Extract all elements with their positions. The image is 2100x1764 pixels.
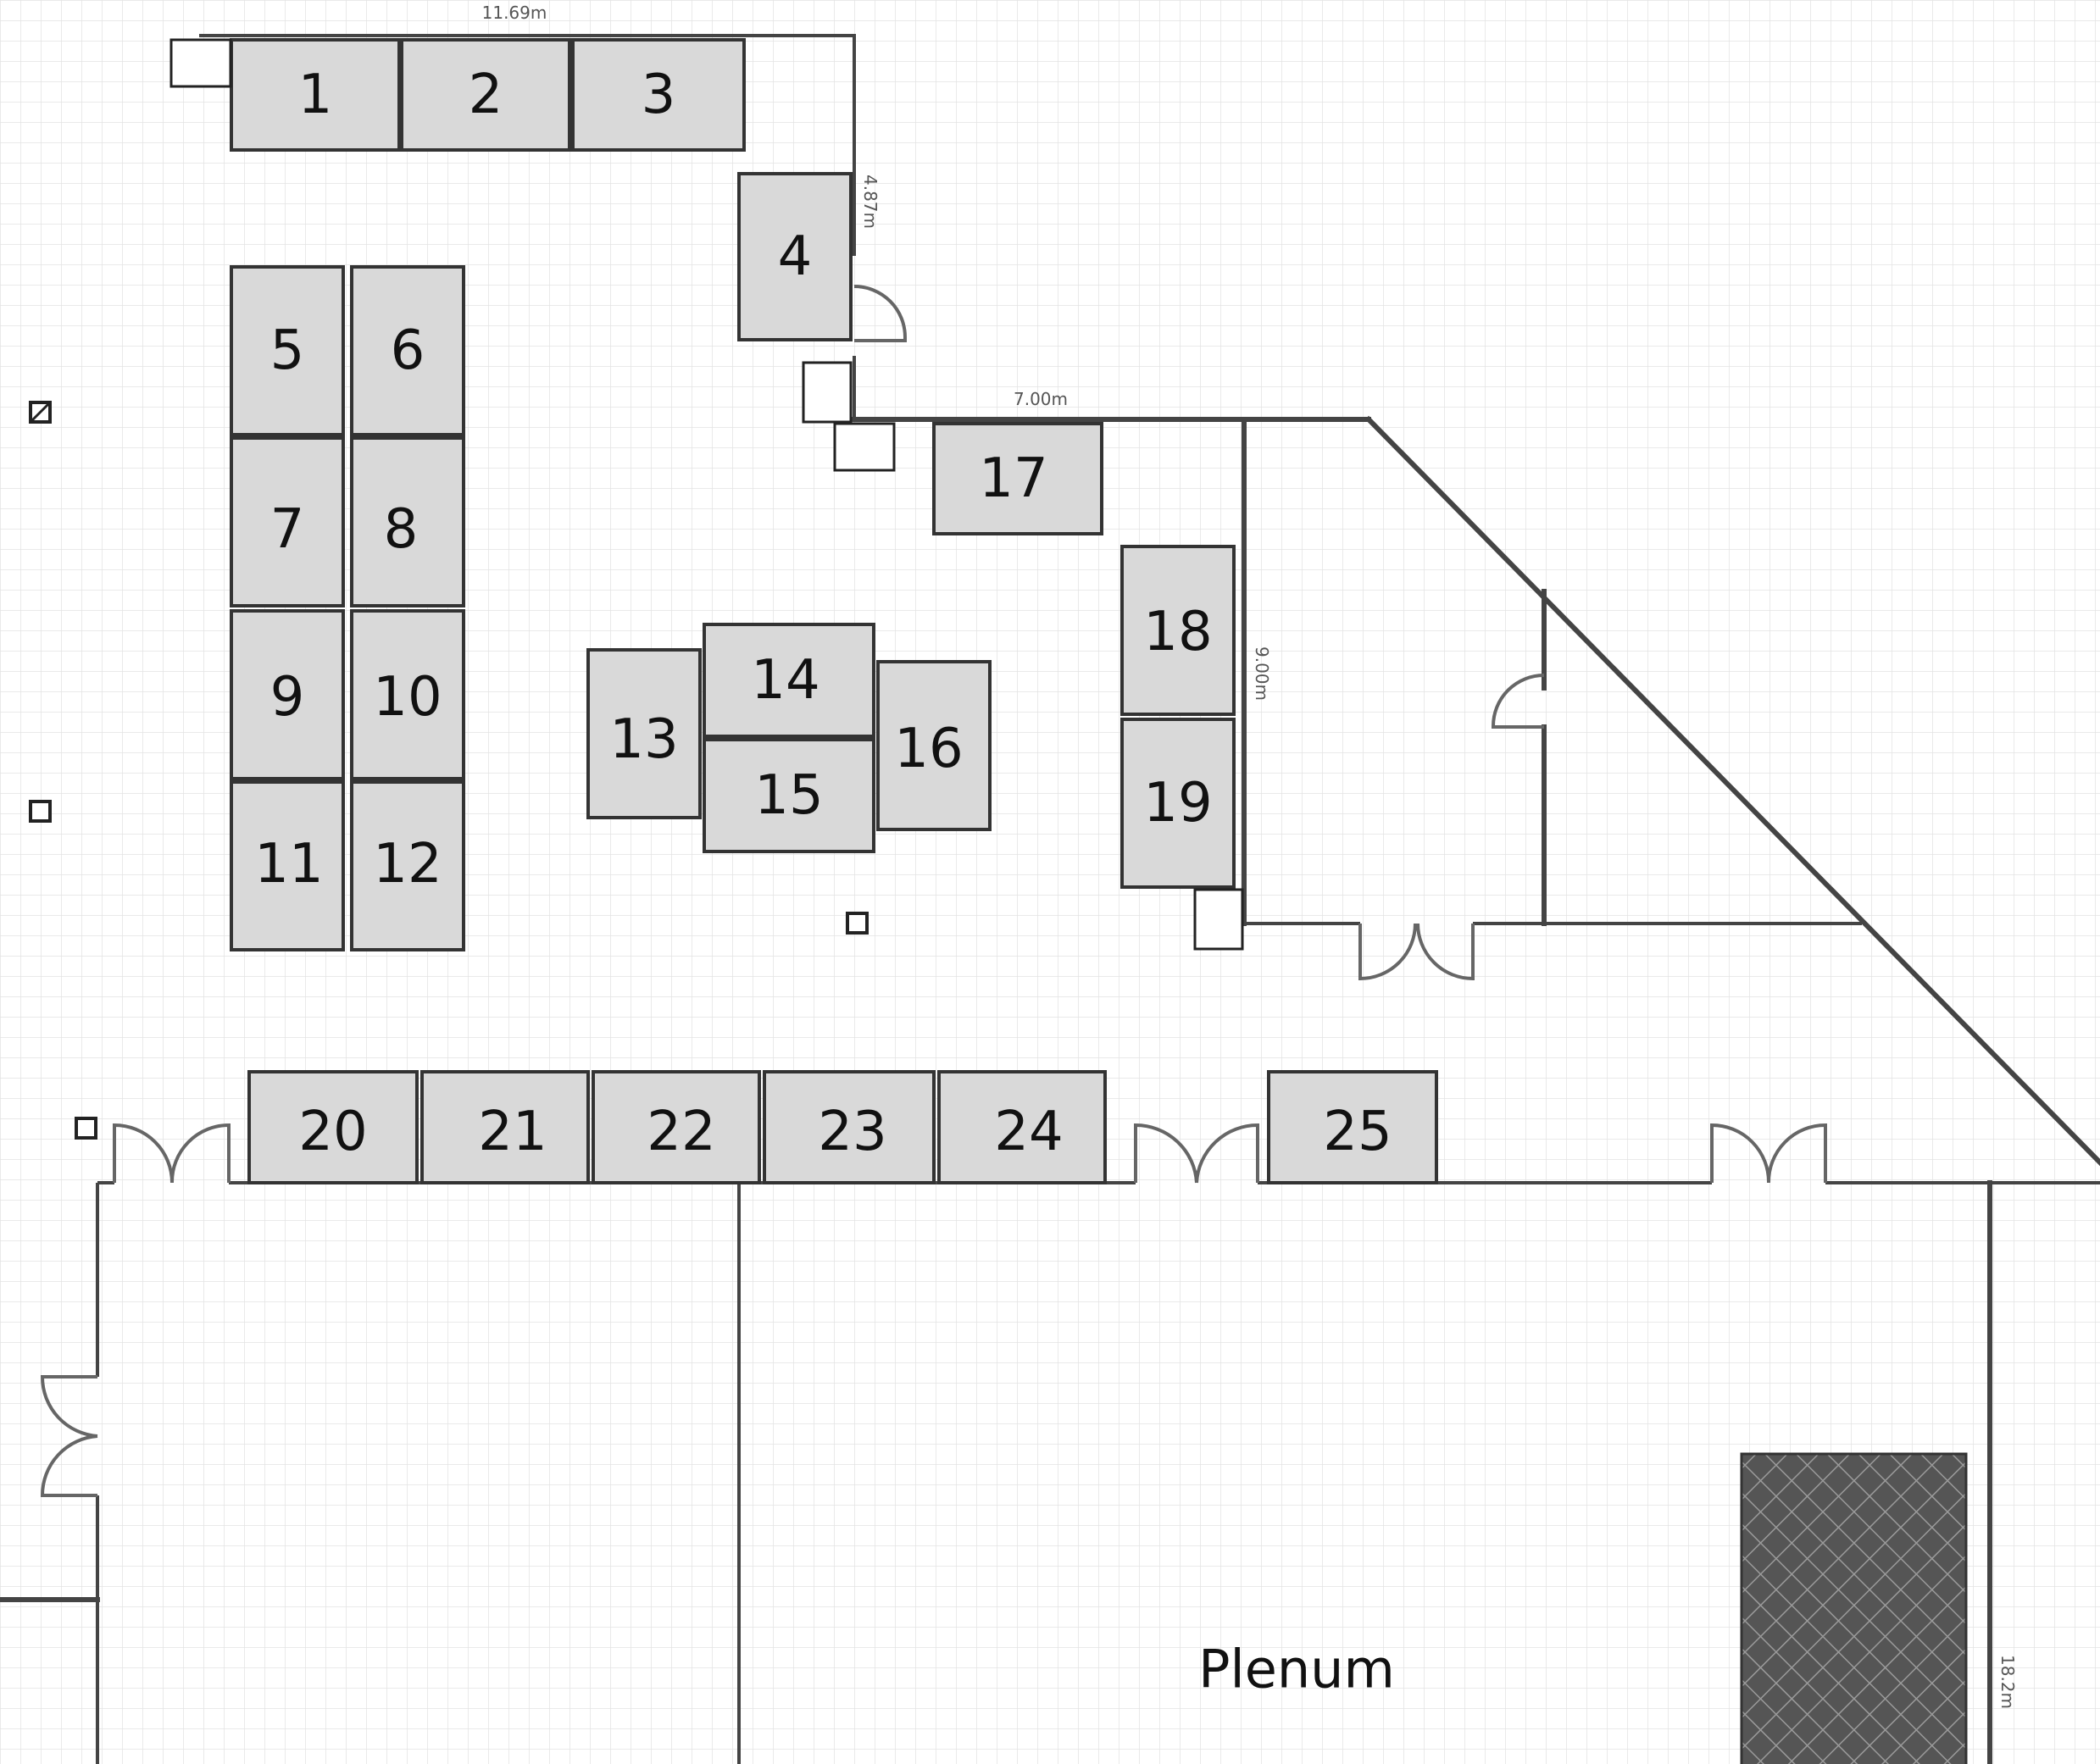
- door-hall-2a: [1134, 1123, 1198, 1184]
- dim-middle-wall: 7.00m: [1014, 389, 1068, 409]
- dim-top-wall: 11.69m: [482, 3, 547, 23]
- dim-right-wall-upper: 4.87m: [860, 175, 881, 229]
- booth-22[interactable]: 22: [592, 1070, 761, 1184]
- booth-9[interactable]: 9: [230, 609, 345, 780]
- dimension-labels: 11.69m 7.00m 4.87m 9.00m 18.2m: [482, 3, 2018, 1709]
- dim-bottom-right: 18.2m: [1997, 1655, 2018, 1709]
- booths: 1 2 3 4 5 6 7 8 9 10 11 12 13 14 15 16 1…: [230, 38, 1438, 1184]
- room-label-plenum: Plenum: [1198, 1639, 1395, 1700]
- booth-label: 25: [1323, 1101, 1392, 1163]
- booth-label: 16: [894, 718, 963, 780]
- booth-label: 14: [751, 649, 819, 712]
- booth-label: 22: [647, 1101, 715, 1163]
- booth-17[interactable]: 17: [932, 422, 1103, 535]
- booth-label: 12: [373, 833, 442, 896]
- booth-label: 5: [270, 319, 305, 382]
- booth-10[interactable]: 10: [350, 609, 465, 780]
- booth-6[interactable]: 6: [350, 265, 465, 436]
- doors: [40, 285, 1827, 1497]
- booth-3[interactable]: 3: [571, 38, 746, 152]
- wall-diagonal: [1364, 415, 2100, 1167]
- door-hall-2b: [1195, 1123, 1259, 1184]
- door-bottom-left: [1358, 923, 1417, 981]
- door-hall-left-a: [40, 1375, 98, 1438]
- booth-label: 21: [478, 1101, 547, 1163]
- door-hall-1a: [113, 1123, 174, 1184]
- booth-label: 24: [994, 1101, 1063, 1163]
- hatched-elements: [169, 38, 1244, 951]
- booth-label: 13: [609, 708, 678, 771]
- booth-23[interactable]: 23: [763, 1070, 936, 1184]
- booth-label: 23: [818, 1101, 886, 1163]
- booth-label: 15: [754, 764, 823, 827]
- booth-label: 3: [642, 64, 676, 126]
- booth-19[interactable]: 19: [1120, 718, 1236, 889]
- booth-label: 18: [1143, 601, 1212, 663]
- booth-label: 11: [254, 833, 323, 896]
- booth-label: 7: [270, 498, 305, 561]
- booth-1[interactable]: 1: [230, 38, 401, 152]
- booth-label: 1: [298, 64, 333, 126]
- booth-label: 19: [1143, 772, 1212, 835]
- booth-2[interactable]: 2: [400, 38, 571, 152]
- stage-area: [1740, 1452, 1968, 1764]
- booth-16[interactable]: 16: [876, 660, 992, 831]
- booth-label: 10: [373, 666, 442, 729]
- door-inner-wall: [1492, 674, 1545, 729]
- booth-12[interactable]: 12: [350, 780, 465, 951]
- booth-label: 8: [384, 498, 419, 561]
- wall-top: [199, 34, 856, 256]
- columns: [29, 401, 869, 1140]
- booth-18[interactable]: 18: [1120, 545, 1236, 716]
- door-bottom-right: [1416, 923, 1475, 981]
- column-marker-1-slash: [31, 402, 50, 422]
- dim-column-wall: 9.00m: [1252, 646, 1272, 701]
- booth-8[interactable]: 8: [350, 436, 465, 607]
- booth-label: 4: [778, 225, 813, 288]
- booth-24[interactable]: 24: [937, 1070, 1107, 1184]
- door-hall-3b: [1766, 1123, 1827, 1184]
- hatched-block-column: [1193, 888, 1244, 951]
- booth-21[interactable]: 21: [420, 1070, 590, 1184]
- column-marker-2: [29, 800, 52, 823]
- booth-7[interactable]: 7: [230, 436, 345, 607]
- booth-label: 17: [979, 447, 1047, 510]
- booth-15[interactable]: 15: [703, 738, 875, 853]
- booth-5[interactable]: 5: [230, 265, 345, 436]
- booth-13[interactable]: 13: [586, 648, 702, 819]
- hatched-block-corner-a: [802, 361, 853, 424]
- booth-label: 6: [391, 319, 425, 382]
- booth-4[interactable]: 4: [737, 172, 853, 341]
- hatched-block-top: [169, 38, 232, 88]
- door-hall-3a: [1710, 1123, 1771, 1184]
- booth-20[interactable]: 20: [247, 1070, 419, 1184]
- column-marker-4: [75, 1117, 97, 1140]
- door-right-wall: [853, 285, 907, 342]
- booth-label: 20: [298, 1101, 367, 1163]
- booth-14[interactable]: 14: [703, 623, 875, 738]
- booth-label: 9: [270, 666, 305, 729]
- column-marker-3: [846, 912, 869, 935]
- booth-25[interactable]: 25: [1267, 1070, 1438, 1184]
- door-hall-1b: [169, 1123, 231, 1184]
- booth-label: 2: [469, 64, 503, 126]
- door-hall-left-b: [40, 1434, 98, 1497]
- hatched-block-corner-b: [833, 422, 896, 472]
- booth-11[interactable]: 11: [230, 780, 345, 951]
